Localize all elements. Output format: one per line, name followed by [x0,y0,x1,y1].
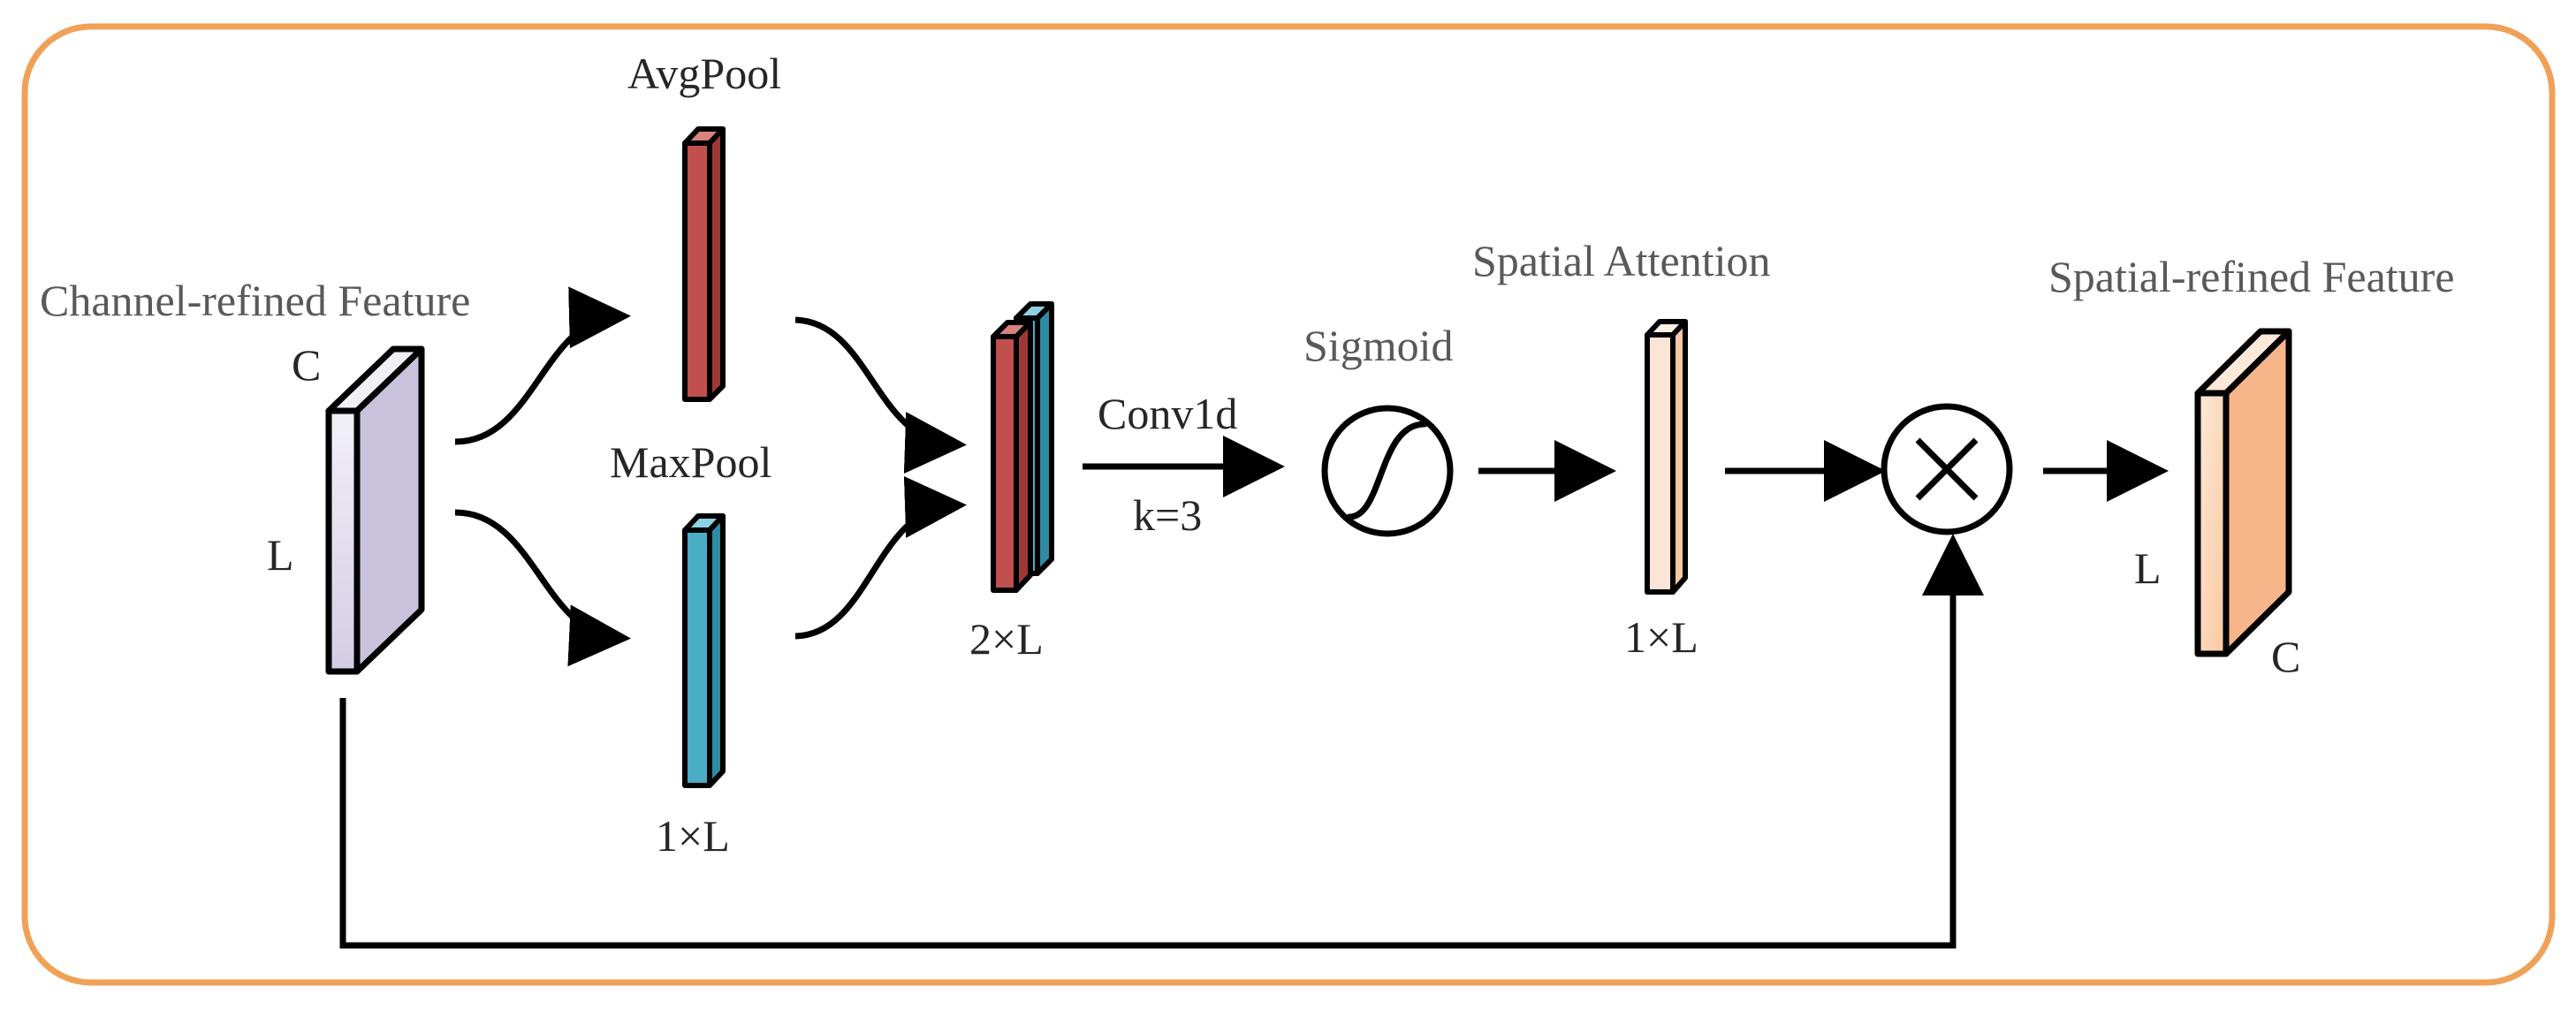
attention-dim-label: 1×L [1624,612,1698,662]
input-dim-c-label: C [292,340,321,390]
output-dim-c-label: C [2271,632,2300,681]
circled-times-icon [1881,403,2013,535]
avgpool-block [682,126,726,402]
avgpool-label: AvgPool [627,49,781,98]
input-feature-block [325,345,425,675]
arrow-input-to-avgpool [454,286,631,445]
arrow-input-to-maxpool [454,509,631,667]
output-feature-label: Spatial-refined Feature [2048,252,2455,301]
sigmoid-curve-icon [1321,405,1454,537]
maxpool-label: MaxPool [610,437,771,487]
attention-block [1645,319,1688,595]
sigmoid-label: Sigmoid [1303,321,1453,370]
outer-frame [21,23,2556,986]
output-feature-block [2194,328,2292,657]
concat-dim-label: 2×L [969,614,1044,664]
arrow-avgpool-to-concat [794,316,967,474]
input-dim-l-label: L [267,530,294,580]
skip-connection-line [339,534,1984,949]
concat-block-avgpool [991,320,1033,593]
pool-dim-label: 1×L [656,811,730,861]
conv-label: Conv1d [1098,389,1237,438]
arrow-maxpool-to-concat [794,475,967,640]
conv-kernel-label: k=3 [1133,490,1202,540]
output-dim-l-label: L [2134,543,2162,593]
attention-label: Spatial Attention [1472,236,1770,285]
input-feature-label: Channel-refined Feature [40,276,470,325]
maxpool-block [682,513,726,788]
